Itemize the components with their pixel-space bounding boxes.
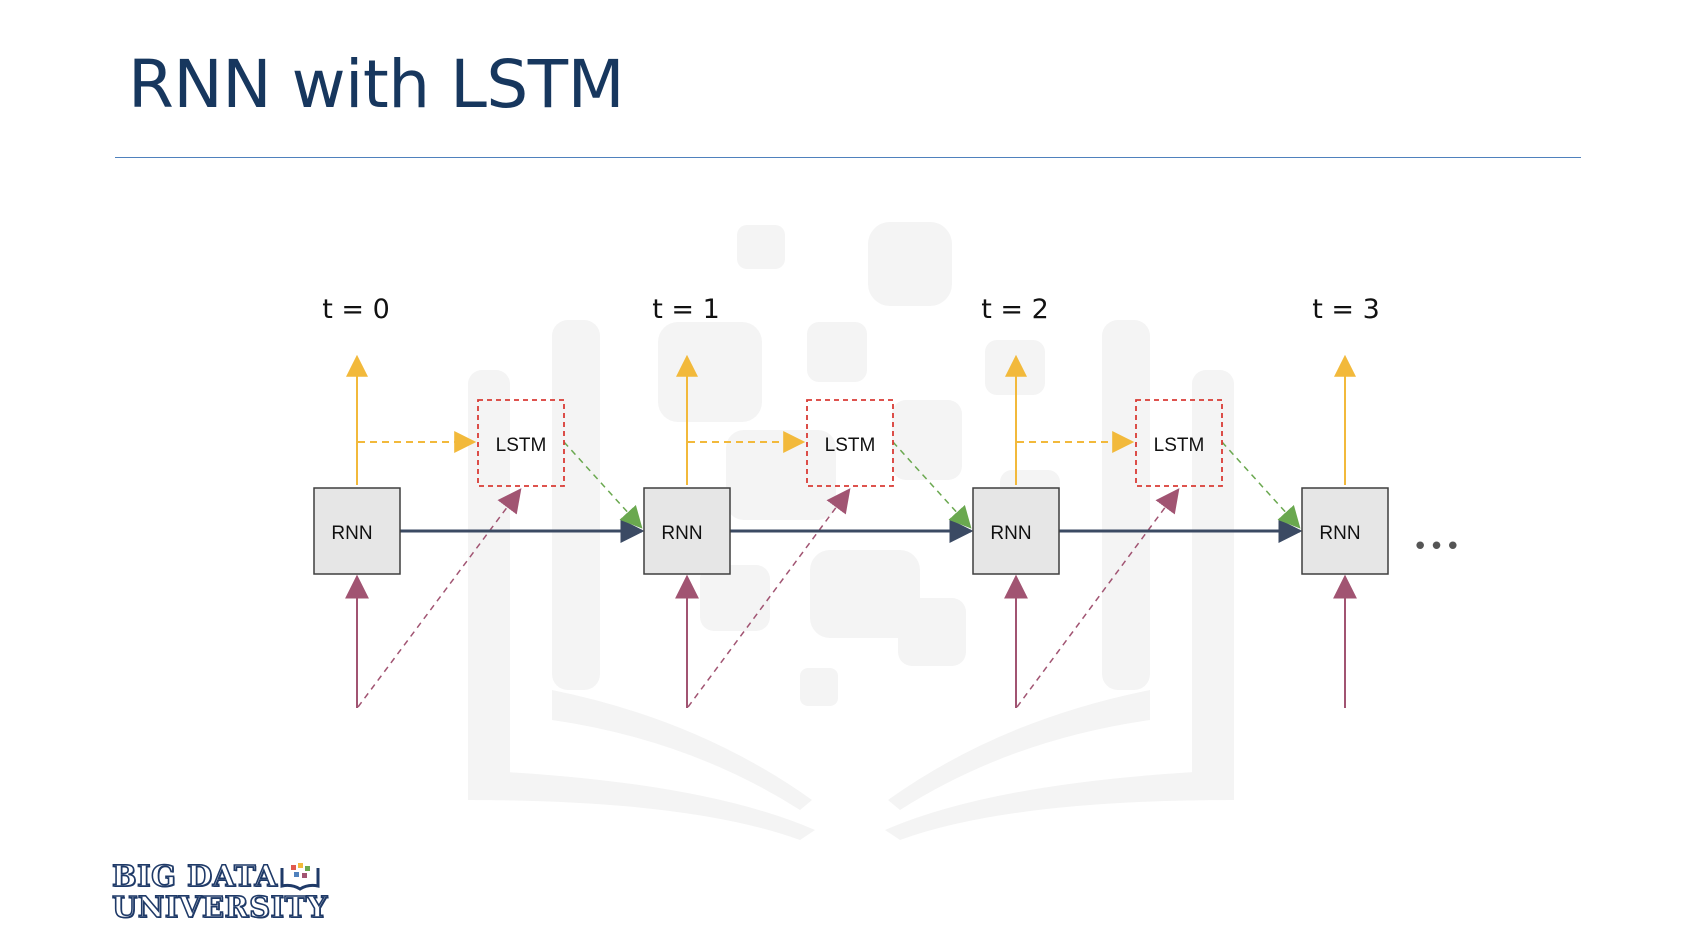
timestep-0: t = 0 RNN LSTM (313, 294, 645, 708)
lstm-box-0 (477, 399, 565, 487)
time-label-0: t = 0 (322, 294, 390, 325)
rnn-label-0: RNN (331, 523, 372, 544)
rnn-box-0 (313, 487, 401, 575)
rnn-label-2: RNN (990, 523, 1031, 544)
big-data-university-logo: BIG DATA UNIVERSITY (111, 859, 328, 928)
watermark-logo (468, 222, 1234, 840)
timestep-3: t = 3 RNN (1301, 294, 1389, 708)
rnn-box-3 (1301, 487, 1389, 575)
title-divider (115, 157, 1581, 158)
logo-line-1: BIG DATA (111, 859, 278, 893)
input-to-lstm-arrow-1 (687, 488, 851, 708)
lstm-box-1 (806, 399, 894, 487)
lstm-to-rnn-arrow-0 (563, 441, 643, 529)
rnn-box-1 (643, 487, 731, 575)
slide-title: RNN with LSTM (128, 46, 625, 123)
timestep-1: t = 1 RNN LSTM (643, 294, 974, 708)
timestep-2: t = 2 RNN LSTM (972, 294, 1303, 708)
rnn-label-3: RNN (1319, 523, 1360, 544)
time-label-1: t = 1 (652, 294, 720, 325)
input-to-lstm-arrow-2 (1016, 488, 1180, 708)
rnn-label-1: RNN (661, 523, 702, 544)
book-icon (280, 863, 320, 891)
lstm-to-rnn-arrow-2 (1221, 441, 1301, 529)
time-label-2: t = 2 (981, 294, 1049, 325)
time-label-3: t = 3 (1312, 294, 1380, 325)
lstm-label-2: LSTM (1154, 435, 1205, 456)
lstm-label-0: LSTM (496, 435, 547, 456)
lstm-label-1: LSTM (825, 435, 876, 456)
logo-line-2: UNIVERSITY (111, 890, 328, 924)
rnn-box-2 (972, 487, 1060, 575)
lstm-to-rnn-arrow-1 (892, 441, 972, 529)
lstm-box-2 (1135, 399, 1223, 487)
input-to-lstm-arrow-0 (357, 488, 522, 708)
continuation-ellipsis: ••• (1412, 532, 1461, 562)
